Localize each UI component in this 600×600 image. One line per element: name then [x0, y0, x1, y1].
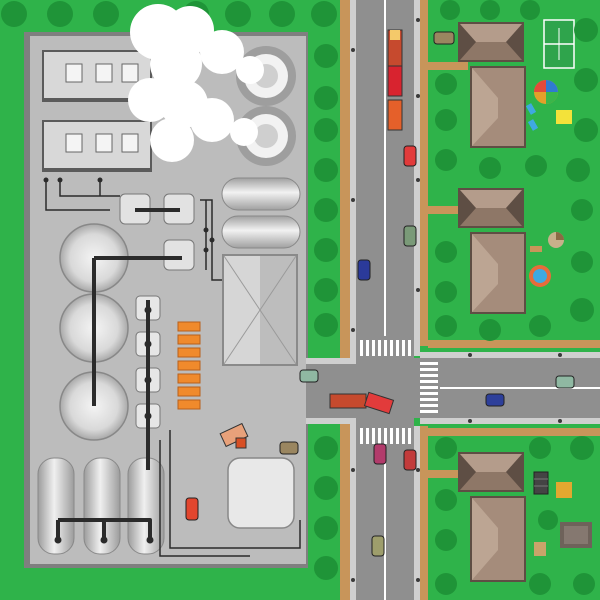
tree-icon — [314, 436, 338, 460]
tree-icon — [314, 278, 338, 302]
house-icon — [458, 452, 526, 582]
tree-icon — [479, 319, 501, 341]
silo-icon — [83, 457, 121, 555]
car-icon — [185, 31, 575, 557]
crate-icon — [177, 334, 201, 345]
tree-icon — [47, 1, 73, 27]
tree-icon — [538, 510, 558, 530]
tree-icon — [314, 313, 338, 337]
tree-icon — [314, 198, 338, 222]
tank-icon — [221, 177, 301, 249]
tree-icon — [435, 109, 457, 131]
umbrella-icon — [534, 80, 558, 104]
tree-icon — [269, 1, 295, 27]
forklift-icon — [219, 422, 249, 449]
shed-icon — [560, 522, 592, 548]
crate-icon — [177, 386, 201, 397]
tree-icon — [314, 556, 338, 580]
tree-icon — [571, 199, 593, 221]
tree-cluster-houses — [435, 0, 598, 595]
crate-icon — [177, 360, 201, 371]
tree-icon — [440, 0, 460, 20]
tree-icon — [314, 238, 338, 262]
truck-icon — [387, 29, 403, 131]
tree-icon — [529, 437, 551, 459]
tree-icon — [435, 281, 457, 303]
crate-icon — [177, 373, 201, 384]
crate-icon — [177, 399, 201, 410]
tree-icon — [529, 573, 551, 595]
tree-row-top — [1, 1, 337, 27]
tree-icon — [1, 1, 27, 27]
tree-icon — [574, 118, 598, 142]
tree-icon — [480, 0, 500, 20]
tennis-court-icon — [543, 19, 575, 69]
crosswalk-icon — [360, 340, 438, 444]
sunbeds — [525, 103, 539, 131]
tree-icon — [314, 86, 338, 110]
tree-icon — [314, 158, 338, 182]
tree-icon — [570, 436, 594, 460]
tree-icon — [314, 476, 338, 500]
tree-icon — [574, 68, 598, 92]
tree-icon — [314, 44, 338, 68]
tree-icon — [93, 1, 119, 27]
tree-icon — [435, 315, 457, 337]
silo-icon — [127, 457, 165, 555]
tree-icon — [225, 1, 251, 27]
warehouse — [222, 254, 298, 366]
tree-icon — [435, 73, 457, 95]
crates — [177, 321, 201, 410]
tree-icon — [435, 149, 457, 171]
tree-icon — [573, 573, 595, 595]
tree-icon — [314, 118, 338, 142]
tree-icon — [574, 18, 598, 42]
storage-box — [227, 457, 295, 529]
intersection-truck — [329, 391, 395, 415]
silo-icon — [37, 457, 75, 555]
silos — [37, 457, 165, 555]
tree-icon — [479, 157, 501, 179]
solar-panel-icon — [533, 471, 549, 495]
doormat — [534, 542, 546, 556]
garden-bench — [530, 246, 542, 252]
tree-icon — [525, 155, 547, 177]
tree-row-factory-side — [314, 44, 338, 580]
tree-icon — [435, 437, 457, 459]
yard-sandbox — [556, 482, 572, 498]
pipe-joints — [43, 177, 215, 544]
parasol-icon — [548, 232, 564, 248]
tree-icon — [529, 315, 551, 337]
house-icon — [458, 188, 526, 314]
smoke-icon — [128, 4, 264, 162]
tree-icon — [571, 251, 593, 273]
roads — [306, 0, 600, 600]
crate-icon — [177, 321, 201, 332]
tree-icon — [570, 298, 594, 322]
crate-icon — [177, 347, 201, 358]
tree-icon — [435, 529, 457, 551]
tree-icon — [311, 1, 337, 27]
tree-icon — [435, 241, 457, 263]
house-icon — [458, 22, 526, 148]
street-lamps — [351, 18, 562, 582]
sidewalks — [306, 0, 600, 600]
tree-icon — [520, 0, 540, 20]
factory-building-2 — [42, 120, 152, 172]
dirt-paths — [340, 0, 600, 600]
tree-icon — [566, 158, 590, 182]
tree-icon — [435, 489, 457, 511]
thin-pipes — [45, 180, 301, 557]
sandbox — [556, 110, 572, 124]
tree-icon — [435, 573, 457, 595]
tree-icon — [314, 516, 338, 540]
pool-icon — [529, 265, 551, 287]
